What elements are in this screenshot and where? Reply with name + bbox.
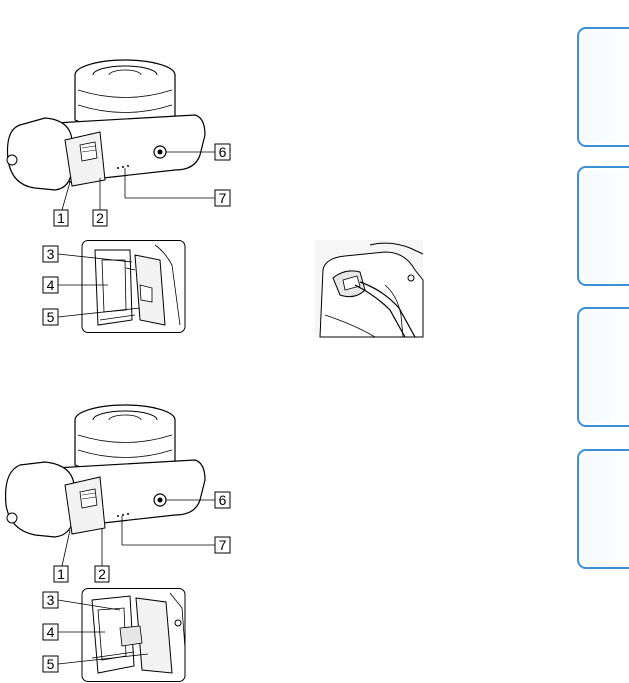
svg-text:5: 5	[47, 656, 55, 672]
svg-text:3: 3	[47, 246, 55, 262]
callout-3: 3	[43, 592, 58, 608]
callout-6: 6	[215, 144, 230, 160]
callout-1: 1	[54, 566, 68, 582]
callout-4: 4	[43, 277, 58, 293]
svg-text:1: 1	[57, 210, 65, 226]
camera-bottom-illustration-bottom: 1 2 6 7	[0, 390, 250, 585]
svg-text:1: 1	[57, 566, 65, 582]
callout-2: 2	[93, 210, 107, 226]
svg-text:6: 6	[219, 144, 227, 160]
camera-bottom-illustration-top: 1 2 6 7	[0, 40, 250, 240]
svg-text:7: 7	[219, 190, 227, 206]
callout-7: 7	[215, 537, 230, 553]
svg-text:2: 2	[98, 566, 106, 582]
battery-compartment-detail-top: 3 4 5	[40, 240, 190, 340]
side-nav-tab-2[interactable]	[577, 166, 629, 286]
battery-compartment-detail-bottom: 3 4 5	[40, 588, 190, 683]
strap-attachment-illustration	[315, 240, 425, 340]
side-nav-tab-1[interactable]	[577, 27, 629, 147]
svg-text:4: 4	[47, 624, 55, 640]
callout-1: 1	[54, 210, 68, 226]
callout-4: 4	[43, 624, 58, 640]
callout-5: 5	[43, 656, 58, 672]
svg-text:7: 7	[219, 537, 227, 553]
svg-text:3: 3	[47, 592, 55, 608]
callout-5: 5	[43, 309, 58, 325]
side-nav-tab-4[interactable]	[577, 449, 629, 569]
callout-3: 3	[43, 246, 58, 262]
callout-7: 7	[215, 190, 230, 206]
svg-text:2: 2	[96, 210, 104, 226]
callout-2: 2	[95, 566, 109, 582]
callout-6: 6	[215, 492, 230, 508]
svg-text:4: 4	[47, 277, 55, 293]
side-nav-tab-3[interactable]	[577, 307, 629, 427]
svg-text:5: 5	[47, 309, 55, 325]
svg-text:6: 6	[219, 492, 227, 508]
